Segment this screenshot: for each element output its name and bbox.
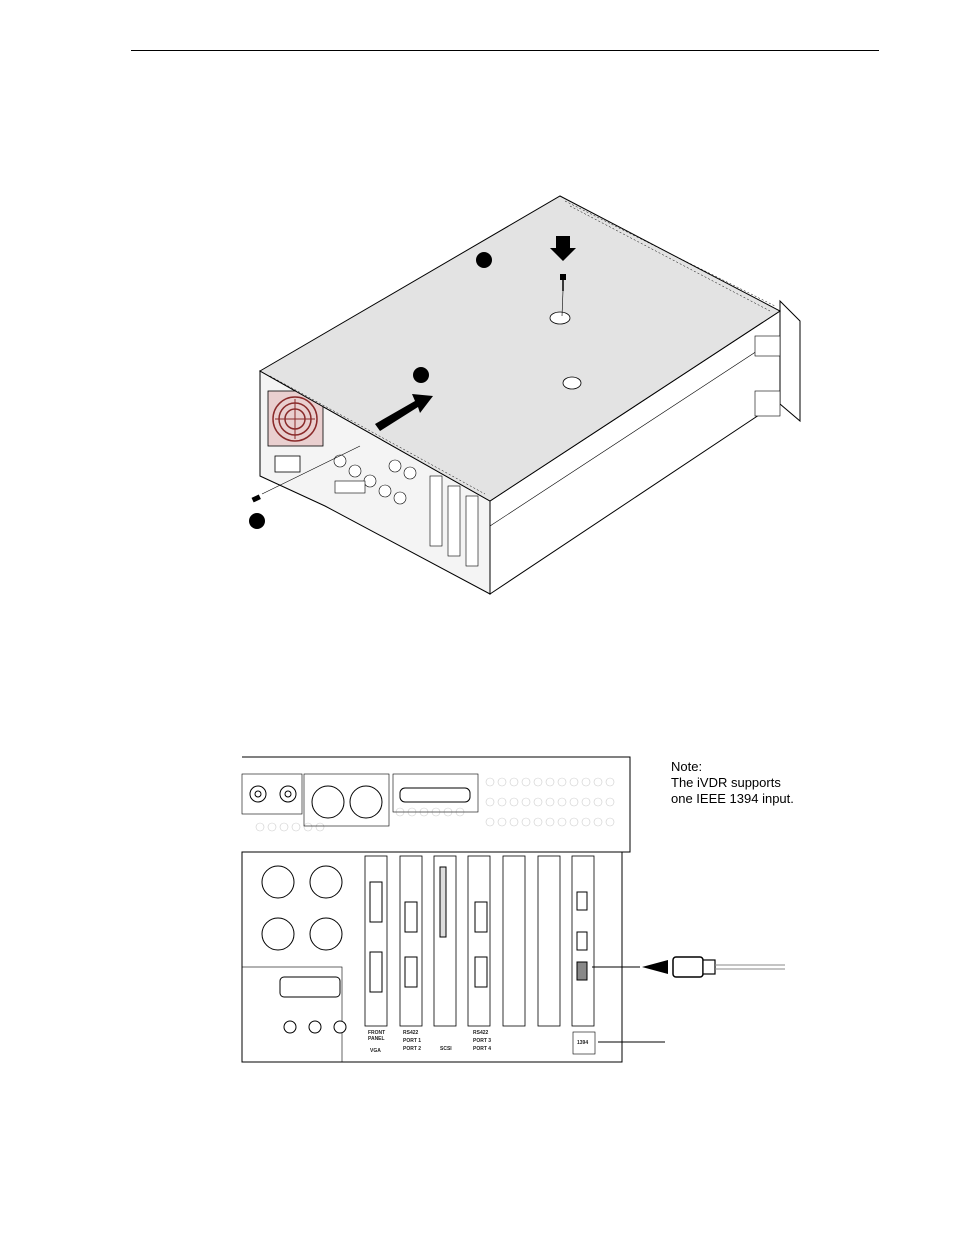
step-callout <box>249 513 265 529</box>
front-panel-label: FRONT <box>368 1030 385 1036</box>
port1-label: PORT 1 <box>403 1038 421 1044</box>
scsi-label: SCSI <box>440 1046 452 1052</box>
fan-icon <box>267 390 324 447</box>
step-callout <box>476 252 492 268</box>
insert-arrow-icon <box>642 960 668 974</box>
down-arrow-icon <box>550 236 576 261</box>
firewire-cable-icon <box>672 956 785 978</box>
ieee1394-label: 1394 <box>577 1040 588 1046</box>
ieee1394-note: Note: The iVDR supports one IEEE 1394 in… <box>671 759 794 807</box>
port2-label: PORT 2 <box>403 1046 421 1052</box>
rs422-label-a: RS422 <box>403 1030 419 1036</box>
screw-icon <box>560 274 566 317</box>
port4-label: PORT 4 <box>473 1046 491 1052</box>
note-title: Note: <box>671 759 703 774</box>
step-callout <box>413 367 429 383</box>
vga-label: VGA <box>370 1048 381 1054</box>
note-line-1: The iVDR supports <box>671 775 781 790</box>
header-rule <box>131 50 879 51</box>
rear-panel-illustration: FRONT PANEL VGA RS422 PORT 1 PORT 2 SCSI… <box>241 756 785 1063</box>
rear-screw-icon <box>251 445 361 503</box>
slide-arrow-icon <box>375 394 433 431</box>
top-cover <box>258 195 781 502</box>
note-line-2: one IEEE 1394 input. <box>671 791 794 806</box>
ieee1394-port <box>576 961 588 981</box>
port3-label: PORT 3 <box>473 1038 491 1044</box>
chassis-cover-illustration <box>249 195 801 595</box>
front-panel-label-2: PANEL <box>368 1036 385 1042</box>
rs422-label-b: RS422 <box>473 1030 489 1036</box>
